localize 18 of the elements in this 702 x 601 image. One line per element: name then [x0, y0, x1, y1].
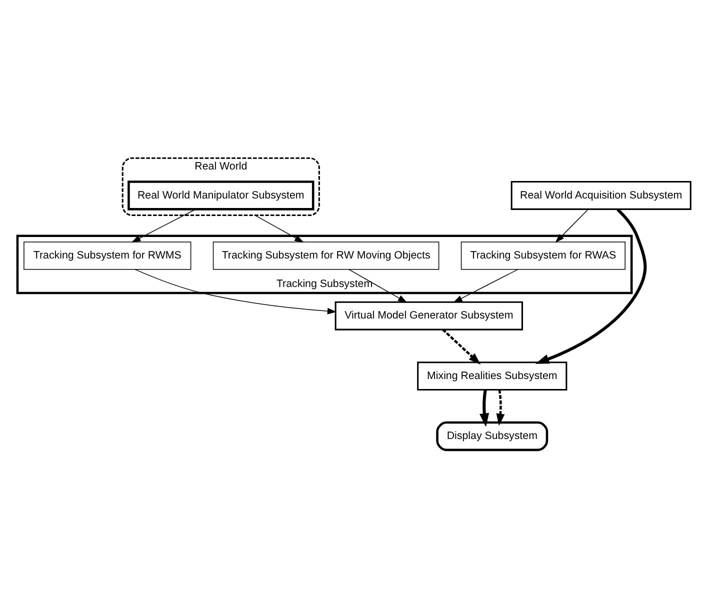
node-box: Virtual Model Generator Subsystem: [334, 300, 523, 330]
arrow: [131, 208, 196, 242]
node-box: Tracking Subsystem for RWAS: [460, 241, 626, 270]
node-box: Real World Acquisition Subsystem: [510, 180, 692, 210]
arrow: [134, 268, 337, 314]
arrow: [535, 208, 647, 364]
arrow: [496, 389, 505, 426]
arrow: [555, 208, 589, 242]
arrow: [254, 214, 304, 242]
node-box: Real World Manipulator Subsystem: [128, 180, 314, 210]
node-box: Mixing Realities Subsystem: [417, 361, 568, 390]
node-box: Tracking Subsystem for RW Moving Objects: [212, 241, 440, 270]
arrow: [453, 268, 518, 302]
arrow: [348, 268, 408, 302]
node-box: Display Subsystem: [436, 420, 548, 451]
arrow: [442, 328, 481, 364]
node-box: Tracking Subsystem for RWMS: [24, 241, 192, 270]
arrow: [480, 389, 490, 427]
